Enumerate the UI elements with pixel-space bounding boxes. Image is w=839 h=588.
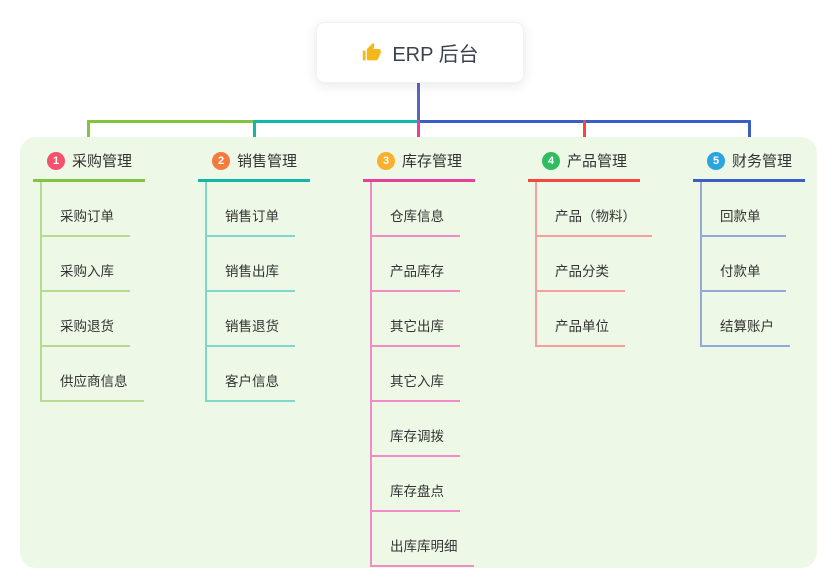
child-label: 回款单: [720, 209, 761, 224]
child-label: 其它入库: [390, 374, 444, 389]
child-label: 采购退货: [60, 319, 114, 334]
child-node[interactable]: 销售出库: [207, 237, 295, 292]
branch-column-4: 4 产品管理 产品（物料） 产品分类 产品单位: [528, 150, 652, 347]
child-node[interactable]: 其它出库: [372, 292, 460, 347]
child-node[interactable]: 产品库存: [372, 237, 460, 292]
child-label: 采购入库: [60, 264, 114, 279]
child-label: 库存盘点: [390, 484, 444, 499]
branch-column-2: 2 销售管理 销售订单 销售出库 销售退货 客户信息: [198, 150, 311, 402]
branch-column-3: 3 库存管理 仓库信息 产品库存 其它出库 其它入库 库存调拨 库存盘点 出库库…: [363, 150, 476, 567]
branch-children: 采购订单 采购入库 采购退货 供应商信息: [40, 182, 145, 402]
child-node[interactable]: 采购订单: [42, 182, 130, 237]
root-stem: [417, 81, 420, 123]
child-node[interactable]: 产品单位: [537, 292, 625, 347]
child-node[interactable]: 出库库明细: [372, 512, 474, 567]
root-node[interactable]: ERP 后台: [316, 22, 524, 83]
branch-index-badge: 4: [542, 151, 560, 170]
child-node[interactable]: 客户信息: [207, 347, 295, 402]
branch-label: 采购管理: [72, 153, 133, 170]
child-node[interactable]: 销售订单: [207, 182, 295, 237]
branch-label: 销售管理: [237, 153, 298, 170]
child-node[interactable]: 产品（物料）: [537, 182, 652, 237]
child-label: 产品（物料）: [555, 209, 636, 224]
child-label: 其它出库: [390, 319, 444, 334]
child-label: 结算账户: [720, 319, 774, 334]
child-label: 产品库存: [390, 264, 444, 279]
child-node[interactable]: 采购入库: [42, 237, 130, 292]
child-node[interactable]: 产品分类: [537, 237, 625, 292]
branch-label: 产品管理: [567, 153, 628, 170]
child-node[interactable]: 仓库信息: [372, 182, 460, 237]
child-label: 付款单: [720, 264, 761, 279]
branch-label: 库存管理: [402, 153, 463, 170]
branch-children: 仓库信息 产品库存 其它出库 其它入库 库存调拨 库存盘点 出库库明细: [370, 182, 475, 567]
child-node[interactable]: 库存调拨: [372, 402, 460, 457]
child-label: 客户信息: [225, 374, 279, 389]
child-node[interactable]: 其它入库: [372, 347, 460, 402]
root-label: ERP 后台: [392, 44, 479, 66]
branch-children: 回款单 付款单 结算账户: [700, 182, 805, 347]
child-label: 供应商信息: [60, 374, 128, 389]
child-label: 仓库信息: [390, 209, 444, 224]
branch-index-badge: 2: [212, 151, 230, 170]
child-label: 采购订单: [60, 209, 114, 224]
connector-horizontal-branch-2: [253, 120, 420, 123]
branch-heading[interactable]: 3 库存管理: [363, 150, 476, 182]
thumbs-up-icon: [361, 42, 382, 63]
child-label: 销售订单: [225, 209, 279, 224]
branch-children: 产品（物料） 产品分类 产品单位: [535, 182, 652, 347]
branch-heading[interactable]: 2 销售管理: [198, 150, 311, 182]
child-label: 出库库明细: [390, 539, 458, 554]
child-node[interactable]: 供应商信息: [42, 347, 144, 402]
connector-horizontal-branch-1: [87, 120, 420, 123]
branch-index-badge: 1: [47, 151, 65, 170]
child-label: 产品分类: [555, 264, 609, 279]
child-label: 产品单位: [555, 319, 609, 334]
branch-column-5: 5 财务管理 回款单 付款单 结算账户: [693, 150, 806, 347]
branch-heading[interactable]: 1 采购管理: [33, 150, 146, 182]
branch-heading[interactable]: 5 财务管理: [693, 150, 806, 182]
child-label: 销售退货: [225, 319, 279, 334]
branch-children: 销售订单 销售出库 销售退货 客户信息: [205, 182, 310, 402]
child-label: 库存调拨: [390, 429, 444, 444]
branches-panel: 1 采购管理 采购订单 采购入库 采购退货 供应商信息 2 销售管理 销售订单 …: [20, 137, 817, 568]
child-node[interactable]: 付款单: [702, 237, 786, 292]
connector-horizontal-branch-5: [418, 120, 751, 123]
branch-index-badge: 3: [377, 151, 395, 170]
child-node[interactable]: 库存盘点: [372, 457, 460, 512]
branch-column-1: 1 采购管理 采购订单 采购入库 采购退货 供应商信息: [33, 150, 146, 402]
child-node[interactable]: 销售退货: [207, 292, 295, 347]
child-node[interactable]: 回款单: [702, 182, 786, 237]
branch-index-badge: 5: [707, 151, 725, 170]
branch-heading[interactable]: 4 产品管理: [528, 150, 641, 182]
child-node[interactable]: 采购退货: [42, 292, 130, 347]
child-node[interactable]: 结算账户: [702, 292, 790, 347]
branch-label: 财务管理: [732, 153, 793, 170]
child-label: 销售出库: [225, 264, 279, 279]
